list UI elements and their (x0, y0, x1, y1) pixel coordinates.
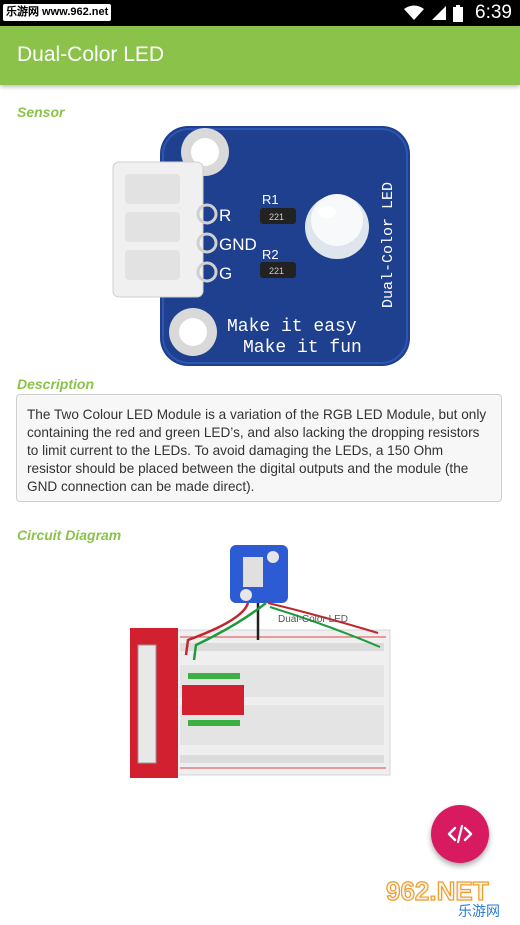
description-box: The Two Colour LED Module is a variation… (16, 394, 502, 502)
status-bar: 乐游网 www.962.net 6:39 (0, 0, 520, 26)
watermark-brand: 962.NET (386, 876, 489, 906)
battery-icon (453, 4, 464, 22)
signal-icon (432, 6, 447, 20)
r2-label: R2 (262, 247, 279, 262)
board-side-label: Dual-Color LED (380, 182, 397, 308)
code-button[interactable] (431, 805, 489, 863)
pin-r-label: R (219, 206, 231, 225)
wifi-icon (404, 5, 425, 20)
circuit-module-label: Dual-Color LED (278, 614, 348, 625)
circuit-diagram-image: Dual-Color LED (130, 545, 391, 778)
code-icon (447, 824, 473, 844)
description-text: The Two Colour LED Module is a variation… (27, 407, 487, 494)
r2-value: 221 (269, 266, 284, 276)
page-title: Dual-Color LED (17, 43, 165, 66)
board-line2: Make it fun (243, 338, 362, 358)
status-icons: 6:39 (403, 0, 512, 26)
pin-g-label: G (219, 264, 232, 283)
description-heading: Description (17, 376, 95, 392)
watermark-sub: 乐游网 (458, 904, 500, 918)
sensor-heading: Sensor (17, 104, 65, 120)
site-watermark: 乐游网 www.962.net (3, 4, 112, 21)
circuit-heading: Circuit Diagram (17, 527, 122, 543)
r1-value: 221 (269, 212, 284, 222)
board-line1: Make it easy (227, 317, 357, 337)
r1-label: R1 (262, 192, 279, 207)
pin-gnd-label: GND (219, 235, 257, 254)
status-time: 6:39 (475, 2, 512, 23)
footer-watermark: 962.NET 乐游网 (385, 875, 500, 918)
app-bar: Dual-Color LED (0, 26, 520, 85)
sensor-image: R GND G R1 221 R2 221 Dual-Color LED Mak… (112, 126, 410, 366)
